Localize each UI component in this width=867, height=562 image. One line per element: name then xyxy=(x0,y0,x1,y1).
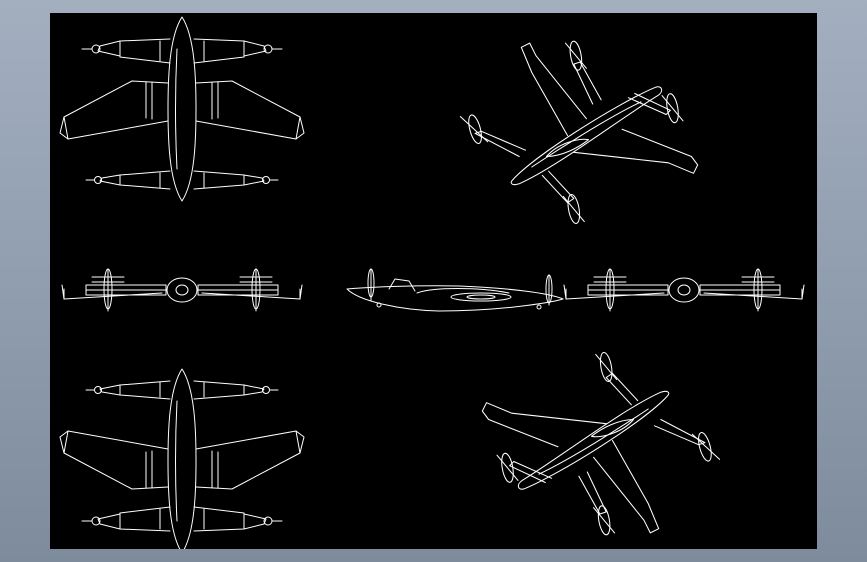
cad-model-viewport[interactable] xyxy=(50,13,817,549)
top-view[interactable] xyxy=(59,16,305,202)
iso-view-upper[interactable] xyxy=(459,39,699,225)
rear-view[interactable] xyxy=(563,268,805,312)
side-view[interactable] xyxy=(346,268,564,312)
iso-view-lower[interactable] xyxy=(481,351,721,537)
front-view[interactable] xyxy=(61,268,303,312)
bottom-view[interactable] xyxy=(59,368,305,549)
